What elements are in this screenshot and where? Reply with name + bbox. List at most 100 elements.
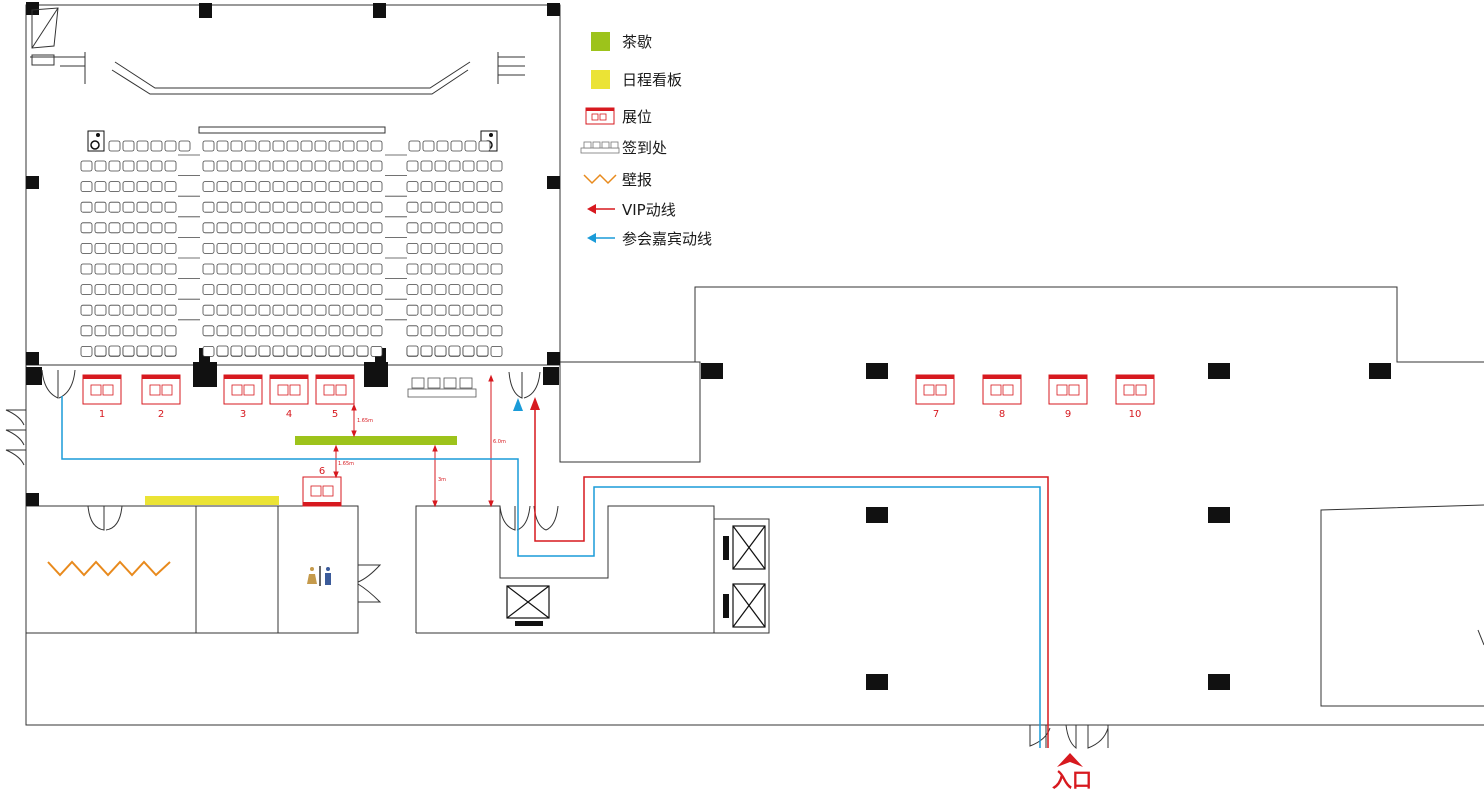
seat xyxy=(230,181,243,193)
seat xyxy=(164,325,177,337)
seat xyxy=(476,242,489,254)
seat xyxy=(164,345,177,357)
dimension-labels: 1.65m 1.65m 3m 6.0m xyxy=(338,418,506,483)
seat xyxy=(342,160,355,172)
seat xyxy=(202,304,215,316)
check-in-desk xyxy=(407,377,477,398)
seat xyxy=(272,181,285,193)
seat xyxy=(202,263,215,275)
guest-arrow-icon xyxy=(580,227,620,249)
check-in-icon xyxy=(580,136,620,158)
seat xyxy=(80,325,93,337)
seat xyxy=(272,325,285,337)
seat xyxy=(490,325,503,337)
seat xyxy=(448,263,461,275)
seat xyxy=(202,201,215,213)
seat xyxy=(370,222,383,234)
legend: 茶歇 日程看板 展位 签到处 壁报 VIP动线 参会嘉宾动线 xyxy=(580,28,800,268)
seat xyxy=(450,140,463,152)
seat xyxy=(448,201,461,213)
seat xyxy=(314,325,327,337)
seat xyxy=(80,181,93,193)
seat xyxy=(230,345,243,357)
seat xyxy=(202,222,215,234)
booth xyxy=(269,374,309,405)
seat xyxy=(406,325,419,337)
seat xyxy=(406,304,419,316)
booth-labels: 1 2 3 4 5 6 7 8 9 10 xyxy=(99,409,1142,477)
seat xyxy=(434,284,447,296)
seat xyxy=(122,140,135,152)
legend-item-agenda-board: 日程看板 xyxy=(580,67,682,91)
seat xyxy=(490,181,503,193)
dimension-label: 3m xyxy=(438,477,446,483)
seat xyxy=(490,242,503,254)
seat xyxy=(462,160,475,172)
seat xyxy=(356,201,369,213)
seat xyxy=(150,242,163,254)
seat xyxy=(122,263,135,275)
seat xyxy=(286,222,299,234)
seat xyxy=(286,284,299,296)
seat xyxy=(462,325,475,337)
seat xyxy=(202,284,215,296)
seat xyxy=(150,201,163,213)
seat xyxy=(136,160,149,172)
seat xyxy=(244,222,257,234)
seat xyxy=(434,345,447,357)
seat xyxy=(476,284,489,296)
seat xyxy=(108,160,121,172)
doors xyxy=(5,369,1109,750)
seat xyxy=(150,263,163,275)
seat xyxy=(356,325,369,337)
seat xyxy=(342,345,355,357)
seat xyxy=(94,160,107,172)
seat xyxy=(80,284,93,296)
seat xyxy=(462,222,475,234)
seat xyxy=(406,222,419,234)
dimension-lines xyxy=(333,374,494,508)
seat xyxy=(476,325,489,337)
seat xyxy=(406,263,419,275)
seat xyxy=(328,140,341,152)
audience-seating xyxy=(80,140,503,357)
legend-label: 参会嘉宾动线 xyxy=(622,229,713,248)
seat xyxy=(150,304,163,316)
seat xyxy=(448,242,461,254)
seat xyxy=(448,181,461,193)
seat xyxy=(122,160,135,172)
seat xyxy=(286,304,299,316)
seat xyxy=(80,263,93,275)
booth xyxy=(223,374,263,405)
seat xyxy=(150,325,163,337)
seat xyxy=(108,284,121,296)
seat xyxy=(286,263,299,275)
seat xyxy=(420,304,433,316)
tea-break-swatch xyxy=(580,30,620,52)
seat xyxy=(406,242,419,254)
seat xyxy=(202,181,215,193)
legend-label: 签到处 xyxy=(622,138,668,157)
seat xyxy=(314,284,327,296)
seat xyxy=(136,181,149,193)
seat xyxy=(406,284,419,296)
seat xyxy=(258,242,271,254)
booth xyxy=(315,374,355,405)
seat xyxy=(342,201,355,213)
seat xyxy=(122,242,135,254)
seat xyxy=(94,325,107,337)
seat xyxy=(300,140,313,152)
seat xyxy=(370,140,383,152)
seat xyxy=(314,201,327,213)
seat xyxy=(178,140,191,152)
seat xyxy=(434,325,447,337)
seat xyxy=(244,160,257,172)
seat xyxy=(108,181,121,193)
seat xyxy=(356,284,369,296)
seat xyxy=(356,181,369,193)
seat xyxy=(314,304,327,316)
seat xyxy=(462,284,475,296)
seat xyxy=(136,284,149,296)
seat xyxy=(94,284,107,296)
booth xyxy=(141,374,181,405)
